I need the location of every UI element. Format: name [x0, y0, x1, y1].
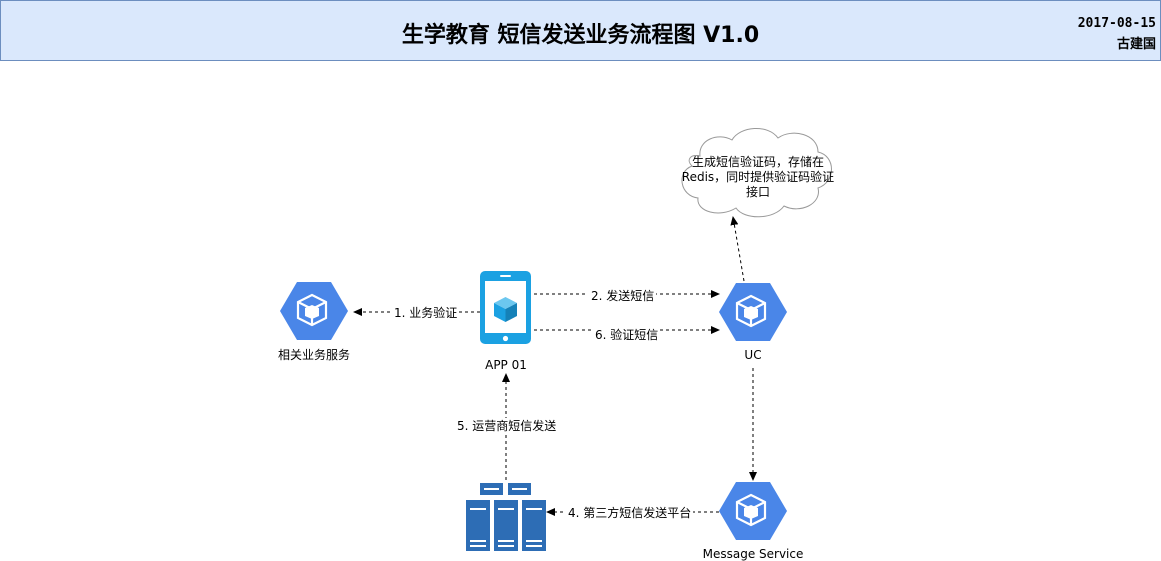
edge-label-send-sms: 2. 发送短信 — [591, 288, 654, 303]
edge-label-business-verify: 1. 业务验证 — [394, 305, 457, 320]
node-uc: UC — [717, 281, 789, 362]
cloud-line-1: 生成短信验证码，存储在 — [692, 154, 824, 169]
edge-uc-to-cloud — [730, 216, 745, 282]
gcp-hexagon-icon — [717, 480, 789, 542]
cloud-line-2: Redis，同时提供验证码验证 — [682, 169, 834, 184]
node-app: APP 01 — [480, 271, 531, 372]
diagram-date: 2017-08-15 — [1077, 16, 1156, 31]
node-label-related-service: 相关业务服务 — [278, 347, 350, 362]
edge-label-carrier-send: 5. 运营商短信发送 — [457, 418, 556, 433]
edge-label-third-party: 4. 第三方短信发送平台 — [568, 505, 691, 520]
gcp-hexagon-icon — [717, 281, 789, 343]
cloud-shape — [681, 128, 832, 218]
page-title: 生学教育 短信发送业务流程图 V1.0 — [401, 23, 760, 48]
title-banner: 生学教育 短信发送业务流程图 V1.0 2017-08-15 古建国 — [0, 0, 1161, 61]
edge-carrier-send: 5. 运营商短信发送 — [455, 373, 557, 480]
node-label-uc: UC — [744, 348, 761, 362]
diagram-author: 古建国 — [1116, 37, 1156, 52]
edge-third-party-platform: 4. 第三方短信发送平台 — [546, 505, 719, 520]
cloud-line-3: 接口 — [746, 184, 770, 199]
edge-send-sms: 2. 发送短信 — [534, 288, 720, 303]
edge-verify-sms: 6. 验证短信 — [534, 326, 720, 342]
node-message-service: Message Service — [703, 480, 804, 561]
edge-business-verify: 1. 业务验证 — [353, 305, 480, 320]
cloud-note: 生成短信验证码，存储在 Redis，同时提供验证码验证 接口 — [681, 128, 834, 218]
node-related-service: 相关业务服务 — [278, 280, 350, 362]
node-carrier-servers — [466, 483, 546, 551]
gcp-hexagon-icon — [278, 280, 350, 342]
node-label-message-service: Message Service — [703, 547, 804, 561]
mobile-app-icon — [480, 271, 531, 344]
edge-label-verify-sms: 6. 验证短信 — [595, 327, 658, 342]
server-rack-icon — [466, 483, 546, 551]
node-label-app: APP 01 — [485, 358, 527, 372]
